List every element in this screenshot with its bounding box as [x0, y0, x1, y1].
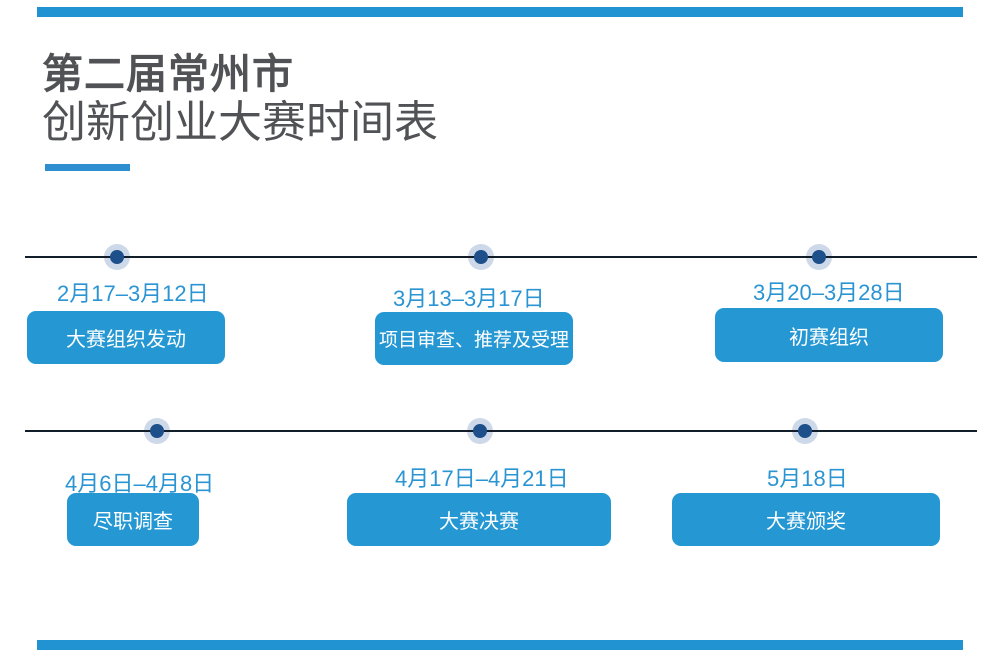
stage-label-preliminary: 初赛组织: [715, 308, 943, 362]
timeline-node-marker: [473, 424, 487, 438]
timeline-node-marker: [110, 250, 124, 264]
event-date: 3月20–3月28日: [753, 280, 905, 305]
top-accent-bar: [37, 7, 963, 17]
stage-label-award: 大赛颁奖: [672, 493, 940, 546]
stage-label-duediligence: 尽职调查: [67, 493, 199, 546]
title-underline: [45, 164, 130, 171]
timeline-node-marker: [150, 424, 164, 438]
page-title-line1: 第二届常州市: [42, 51, 294, 97]
event-date: 2月17–3月12日: [57, 281, 209, 306]
bottom-accent-bar: [37, 640, 963, 650]
page-title: 第二届常州市 创新创业大赛时间表: [42, 51, 438, 148]
stage-label-launch: 大赛组织发动: [27, 311, 225, 364]
stage-label-final: 大赛决赛: [347, 493, 611, 546]
timeline-node-marker: [812, 250, 826, 264]
event-date: 4月17日–4月21日: [395, 466, 569, 491]
timeline-line: [25, 430, 977, 432]
timeline-node-marker: [474, 250, 488, 264]
page-title-line2: 创新创业大赛时间表: [42, 98, 438, 148]
stage-label-review: 项目审查、推荐及受理: [375, 312, 573, 365]
event-date: 5月18日: [767, 466, 848, 491]
event-date: 3月13–3月17日: [393, 286, 545, 311]
timeline-line: [25, 256, 977, 258]
timeline-node-marker: [798, 424, 812, 438]
event-date: 4月6日–4月8日: [65, 471, 215, 496]
